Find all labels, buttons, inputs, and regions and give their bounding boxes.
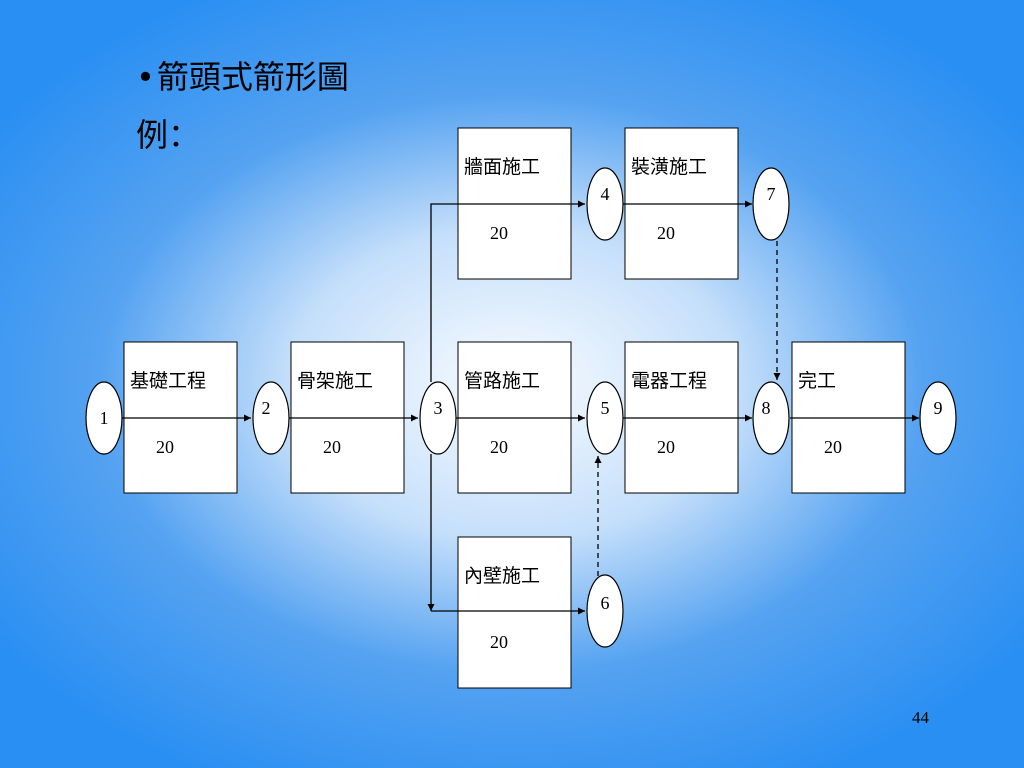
- event-node-3: 3: [419, 381, 457, 455]
- node-label: 7: [767, 184, 776, 204]
- slide-subtitle: 例：: [136, 116, 201, 154]
- node-label: 4: [601, 184, 610, 204]
- activity-duration: 20: [657, 223, 675, 243]
- activity-name: 電器工程: [631, 370, 707, 392]
- event-node-5: 5: [586, 381, 624, 455]
- activity-name: 牆面施工: [464, 156, 540, 178]
- event-node-8: 8: [752, 381, 790, 455]
- activity-duration: 20: [490, 223, 508, 243]
- activity-box-interior-wall: 內壁施工 20: [457, 536, 572, 689]
- event-node-9: 9: [919, 381, 957, 455]
- event-node-1: 1: [85, 381, 123, 455]
- bullet-icon: •: [136, 58, 155, 96]
- event-node-7: 7: [752, 167, 790, 241]
- node-label: 6: [601, 593, 610, 613]
- activity-name: 基礎工程: [130, 370, 206, 392]
- node-label: 2: [262, 398, 271, 418]
- activity-duration: 20: [490, 632, 508, 652]
- node-label: 5: [601, 398, 610, 418]
- event-node-4: 4: [586, 167, 624, 241]
- activity-duration: 20: [323, 437, 341, 457]
- node-label: 3: [434, 398, 443, 418]
- activity-name: 裝潢施工: [631, 156, 707, 178]
- event-node-6: 6: [586, 574, 624, 648]
- activity-duration: 20: [824, 437, 842, 457]
- activity-name: 內壁施工: [464, 565, 540, 587]
- node-label: 9: [934, 398, 943, 418]
- event-node-2: 2: [252, 381, 290, 455]
- activity-duration: 20: [156, 437, 174, 457]
- activity-name: 管路施工: [464, 370, 540, 392]
- node-label: 8: [762, 398, 771, 418]
- activity-name: 骨架施工: [297, 370, 373, 392]
- activity-duration: 20: [657, 437, 675, 457]
- arrow-3-to-4: [430, 200, 585, 382]
- node-label: 1: [100, 408, 109, 428]
- page-number: 44: [912, 708, 929, 727]
- title-text: 箭頭式箭形圖: [156, 58, 349, 96]
- activity-duration: 20: [490, 437, 508, 457]
- slide-title: •箭頭式箭形圖: [136, 52, 349, 98]
- activity-name: 完工: [798, 370, 836, 392]
